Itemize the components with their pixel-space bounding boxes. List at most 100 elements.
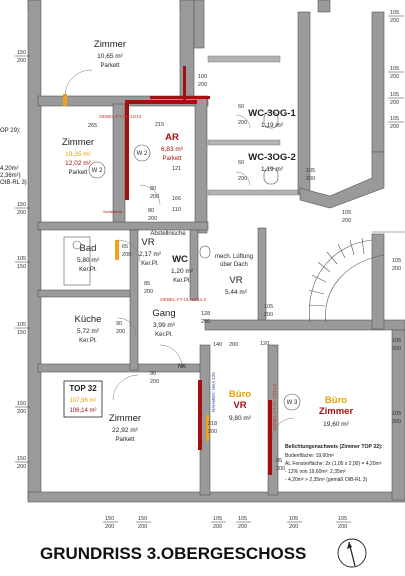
note-schiebetuer: Schiebetür <box>103 209 123 214</box>
room-floor: Ker.Pl. <box>79 267 97 273</box>
room-name: WC-3OG-2 <box>248 152 296 163</box>
room-name: Zimmer <box>94 39 126 50</box>
room-name: Zimmer <box>109 413 141 424</box>
window-marker-w2-ar <box>133 144 151 162</box>
room-zimmer-top: Zimmer 10,65 m² Parkett <box>94 39 126 69</box>
left-fragment-formula: 2,36m²) <box>0 173 21 179</box>
room-name: VR <box>229 275 242 286</box>
dim-label: 110 <box>172 207 181 213</box>
room-wc2: WC-3OG-2 1,19 m² <box>248 152 296 173</box>
room-buero-zimmer: Büro Zimmer 19,60 m² <box>319 395 354 428</box>
dim-label: 150 <box>17 264 26 270</box>
dim-label: 200 <box>342 218 351 224</box>
unit-area-new: 106,14 m² <box>69 408 96 414</box>
page-title: GRUNDRISS 3.OBERGESCHOSS <box>40 544 306 563</box>
dim-label: 200 <box>17 409 26 415</box>
fixtures <box>63 111 279 286</box>
dim-label: 200 <box>17 464 26 470</box>
window-marker-w2-left <box>88 161 106 179</box>
unit-area-old: 107,96 m² <box>69 398 96 404</box>
belichtung-line: Bodenfläche: 19,60m² <box>285 453 334 459</box>
dim-label: 90 <box>150 371 156 377</box>
dim-label: 105 <box>392 258 401 264</box>
door-swings <box>64 69 295 441</box>
dim-label: 90 <box>116 321 122 327</box>
walls <box>27 0 405 503</box>
dim-label: 200 <box>198 82 207 88</box>
room-area: 5,44 m² <box>225 289 248 296</box>
room-name-line1: Büro <box>325 395 347 406</box>
dim-label: 105 <box>264 304 273 310</box>
room-ar: AR 6,83 m² Parkett <box>161 132 184 162</box>
dim-label: 105 <box>390 66 399 72</box>
room-bad: Bad 5,80 m² Ker.Pl. <box>77 243 100 273</box>
dim-label: 105 <box>342 210 351 216</box>
fire-label: ZIEBEL-FT-ÜL-12/14 <box>99 113 142 119</box>
dim-label: 215 <box>155 122 164 128</box>
room-area: 9,80 m² <box>229 415 252 422</box>
room-zimmer-bottom: Zimmer 22,92 m² Parkett <box>109 413 141 443</box>
room-name: Bad <box>80 243 97 254</box>
dim-label: 105 <box>306 168 315 174</box>
dim-label: 100 <box>198 74 207 80</box>
unit-label-top32: TOP 32 107,96 m² 106,14 m² <box>63 380 103 418</box>
dim-label: 200 <box>213 524 222 530</box>
dim-label: 200 <box>150 379 159 385</box>
dim-label: 200 <box>392 346 401 352</box>
dim-label: 200 <box>392 419 401 425</box>
room-area: 5,72 m² <box>77 328 100 335</box>
left-fragment-ref: OIB-RL 3) <box>0 180 27 186</box>
dim-label: 200 <box>390 124 399 130</box>
dim-label: 105 <box>17 256 26 262</box>
room-area: 1,19 m² <box>261 122 284 129</box>
unit-name: TOP 32 <box>69 384 97 393</box>
dim-label: 150 <box>17 456 26 462</box>
dim-label: 200 <box>238 176 247 182</box>
dim-label: 150 <box>105 516 114 522</box>
dim-label: 80 <box>150 186 156 192</box>
dim-label: 218 <box>208 421 217 427</box>
dim-label: 200 <box>17 58 26 64</box>
dim-label: 150 <box>17 202 26 208</box>
dim-label: 200 <box>144 289 153 295</box>
room-area: 19,60 m² <box>323 421 349 428</box>
window-marker-w3 <box>283 393 301 411</box>
room-floor: Parkett <box>115 437 134 443</box>
dim-label: 200 <box>229 342 238 348</box>
dim-label: 200 <box>122 252 131 258</box>
room-wc1: WC-3OG-1 1,19 m² <box>248 108 296 129</box>
dim-label: 150 <box>17 401 26 407</box>
dim-label: 200 <box>390 74 399 80</box>
room-name-line1: Büro <box>229 389 251 400</box>
room-area: 22,92 m² <box>112 427 138 434</box>
belichtung-title: Belichtungsnachweis (Zimmer TOP 32): <box>285 444 383 450</box>
dim-label: 105 <box>289 516 298 522</box>
dim-label: 105 <box>392 338 401 344</box>
room-zimmer-left: Zimmer 19,35 m² 12,02 m² Parkett <box>62 137 94 176</box>
room-name: Gang <box>152 308 175 319</box>
dim-label: 80 <box>148 208 154 214</box>
note-rahmen: RAHMEN: HEA 120 <box>211 372 216 412</box>
dim-label: 200 <box>392 266 401 272</box>
window-label: W 3 <box>287 400 298 406</box>
room-area-old: 19,35 m² <box>65 151 91 158</box>
dim-label: 200 <box>105 524 114 530</box>
fire-label: ZIEBEL-FT-ÜL-12/14.2 <box>160 296 207 302</box>
dim-label: 140 <box>213 342 222 348</box>
note-nk: NK <box>178 364 186 370</box>
dim-label: 200 <box>138 524 147 530</box>
room-area: 2,17 m² <box>139 251 162 258</box>
red-walls <box>125 66 272 475</box>
room-floor: Parkett <box>68 170 87 176</box>
room-name: WC <box>172 254 188 265</box>
room-name: Küche <box>75 314 102 325</box>
dim-label: 85 <box>276 458 282 464</box>
dim-label: 200 <box>148 216 157 222</box>
room-name: Zimmer <box>62 137 94 148</box>
dimensions: 105 200 105 200 105 200 105 200 105 200 … <box>15 10 404 530</box>
room-area: 1,19 m² <box>261 166 284 173</box>
room-area: 10,65 m² <box>97 53 123 60</box>
dim-label: 200 <box>17 210 26 216</box>
dim-label: 200 <box>289 524 298 530</box>
